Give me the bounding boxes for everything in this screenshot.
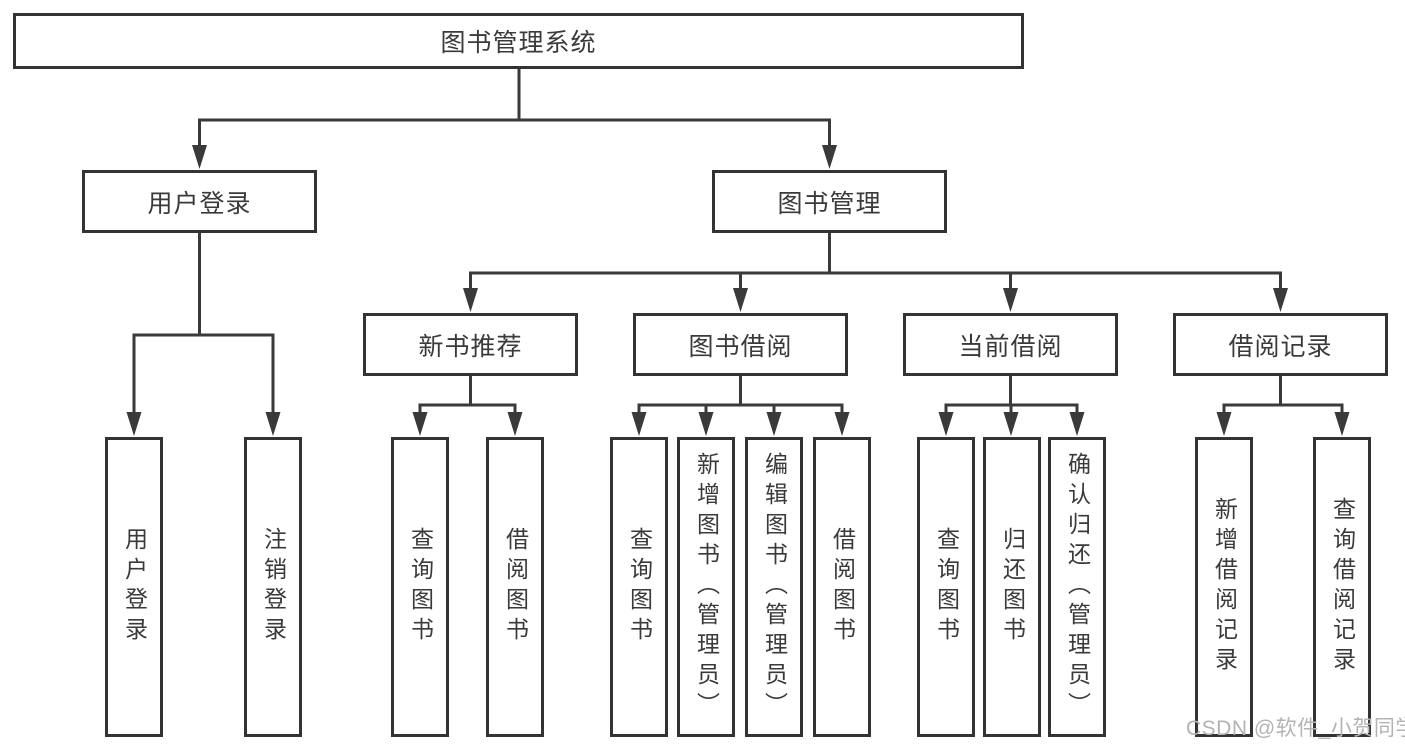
leaf-user-login: 用户登录 bbox=[105, 437, 163, 737]
leaf-user-login-label: 用户登录 bbox=[121, 527, 148, 647]
leaf-query-borrow-record-label: 查询借阅记录 bbox=[1329, 497, 1356, 677]
csdn-watermark: CSDN @软件_小贺同学 bbox=[1186, 717, 1405, 740]
leaf-confirm-return-admin-label: 确认归还（管理员） bbox=[1064, 452, 1091, 722]
leaf-borrow-book-2: 借阅图书 bbox=[813, 437, 871, 737]
node-user-login: 用户登录 bbox=[82, 170, 317, 233]
leaf-query-book-3-label: 查询图书 bbox=[933, 527, 960, 647]
leaf-logout-label: 注销登录 bbox=[260, 527, 287, 647]
node-root-label: 图书管理系统 bbox=[440, 29, 597, 57]
node-book-management: 图书管理 bbox=[712, 170, 947, 233]
leaf-borrow-book-1: 借阅图书 bbox=[486, 437, 544, 737]
node-book-management-label: 图书管理 bbox=[777, 189, 882, 218]
leaf-query-book-1: 查询图书 bbox=[391, 437, 449, 737]
node-book-borrow: 图书借阅 bbox=[633, 313, 848, 376]
leaf-edit-book-admin: 编辑图书（管理员） bbox=[745, 437, 803, 737]
leaf-confirm-return-admin: 确认归还（管理员） bbox=[1048, 437, 1106, 737]
node-user-login-label: 用户登录 bbox=[147, 189, 252, 218]
leaf-query-book-3: 查询图书 bbox=[917, 437, 975, 737]
leaf-borrow-book-1-label: 借阅图书 bbox=[502, 527, 529, 647]
node-borrow-records: 借阅记录 bbox=[1173, 313, 1388, 376]
arrowheads bbox=[126, 145, 1350, 436]
leaf-return-book: 归还图书 bbox=[983, 437, 1041, 737]
leaf-add-borrow-record: 新增借阅记录 bbox=[1195, 437, 1253, 737]
leaf-add-book-admin: 新增图书（管理员） bbox=[677, 437, 735, 737]
node-borrow-records-label: 借阅记录 bbox=[1228, 332, 1333, 361]
node-book-borrow-label: 图书借阅 bbox=[688, 332, 793, 361]
leaf-return-book-label: 归还图书 bbox=[999, 527, 1026, 647]
node-new-book-recommend-label: 新书推荐 bbox=[418, 332, 523, 361]
leaf-edit-book-admin-label: 编辑图书（管理员） bbox=[761, 452, 788, 722]
leaf-add-borrow-record-label: 新增借阅记录 bbox=[1211, 497, 1238, 677]
node-root: 图书管理系统 bbox=[13, 13, 1024, 69]
leaf-query-book-2: 查询图书 bbox=[610, 437, 668, 737]
leaf-add-book-admin-label: 新增图书（管理员） bbox=[693, 452, 720, 722]
node-current-borrow-label: 当前借阅 bbox=[958, 332, 1063, 361]
leaf-query-book-2-label: 查询图书 bbox=[626, 527, 653, 647]
leaf-query-book-1-label: 查询图书 bbox=[407, 527, 434, 647]
node-current-borrow: 当前借阅 bbox=[903, 313, 1118, 376]
leaf-logout: 注销登录 bbox=[244, 437, 302, 737]
node-new-book-recommend: 新书推荐 bbox=[363, 313, 578, 376]
leaf-borrow-book-2-label: 借阅图书 bbox=[829, 527, 856, 647]
leaf-query-borrow-record: 查询借阅记录 bbox=[1313, 437, 1371, 737]
